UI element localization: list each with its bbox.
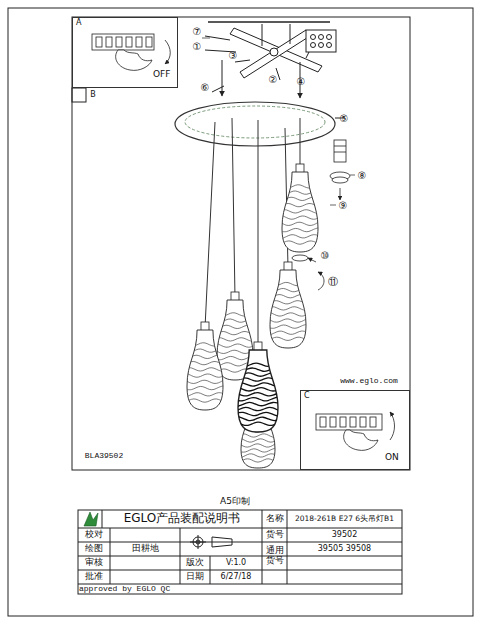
drawing-code: BLA39502 [76,450,132,462]
sheet-title: EGLO产品装配说明书 [103,510,261,528]
table-cell: 6/27/18 [210,570,262,584]
panel-letter: C [304,392,310,401]
instruction-panel: C ON [300,390,410,470]
table-cell: 39505 39508 [287,542,402,556]
glass-shade [187,322,223,410]
callout-number: ⑥ [198,80,212,94]
canopy-plate [175,102,345,146]
callout-number: ③ [226,48,240,62]
callout-number: ⑨ [336,198,350,212]
panel-letter: A [76,19,81,28]
callout-number: ⑩ [318,248,332,262]
table-cell: V:1.0 [210,556,262,570]
table-cell: 通用货号 [263,543,286,569]
switch-on-figure [316,412,395,450]
leader-lines [202,38,355,205]
callout-number: ⑧ [355,168,369,182]
panel-tab [72,88,86,102]
switch-state: ON [385,453,399,463]
instruction-panel: A OFF [72,17,178,88]
table-cell: 校对 [78,528,110,542]
print-note: A5印制 [210,496,260,508]
callout-number: ⑤ [337,111,351,125]
website: www.eglo.com [330,375,408,387]
table-cell: 39502 [287,528,402,542]
table-cell: 货号 [262,528,287,542]
table-cell: approved by EGLO QC [79,584,279,594]
mounting-bracket [205,22,336,98]
callout-number: ④ [294,74,308,88]
table-cell: 版次 [180,556,210,570]
callout-number: ⑪ [326,274,340,288]
switch-off-figure [92,34,170,70]
table-cell: 绘图 [78,542,110,556]
table-cell: 名称 [262,510,287,528]
table-cell: 审核 [78,556,110,570]
table-cell: 田耕地 [110,542,180,556]
title-block-grid [78,510,402,594]
callout-number: ① [190,39,204,53]
table-cell: 2018-261B E27 6头吊灯B1 [288,510,401,528]
page-border [8,8,473,616]
glass-shade [238,342,278,432]
eglo-logo [84,512,98,526]
switch-state: OFF [153,70,170,80]
callout-number: ⑦ [190,24,204,38]
glass-shade [270,262,306,348]
table-cell: 日期 [180,570,210,584]
glass-shade [282,164,318,252]
drawing-frame [72,17,410,470]
panel-letter: B [86,88,100,102]
table-cell: 批准 [78,570,110,584]
callout-number: ② [266,72,280,86]
